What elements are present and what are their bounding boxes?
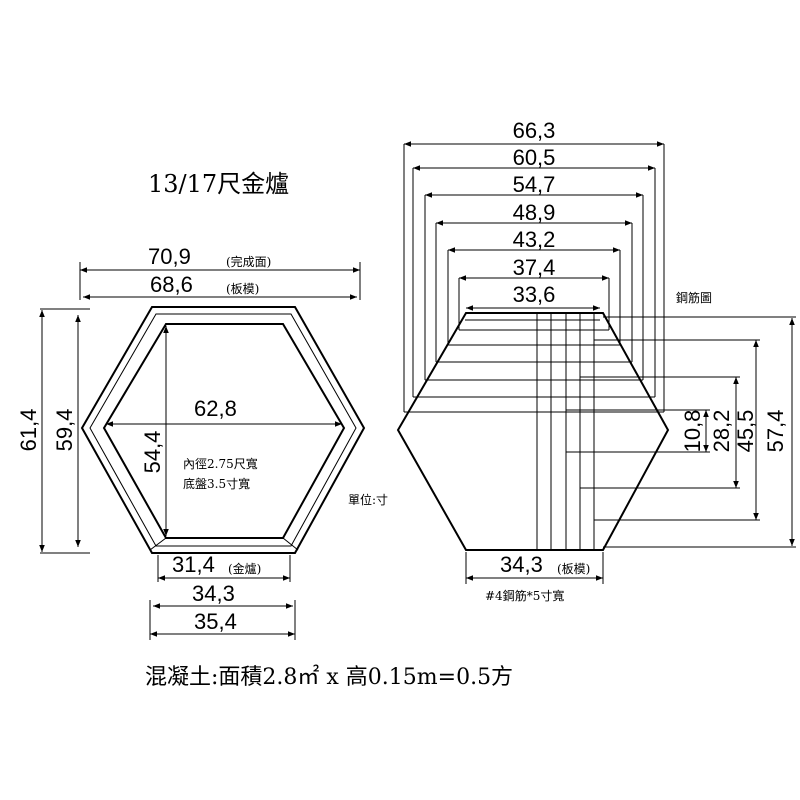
inner-diameter-note: 內徑2.75尺寬 [183,456,258,471]
hexagon-base-joint [149,537,167,551]
dimension-label: 60,5 [513,145,556,170]
dimension-label: 66,3 [513,118,556,143]
left-side-dimensions: 61,4 59,4 [16,308,90,554]
dimension-label: 45,5 [733,410,758,453]
dimension-label: 28,2 [709,410,734,453]
rebar-spec-note: #4鋼筋*5寸寬 [485,588,564,603]
dimension-note: (板模) [226,282,259,296]
dimension-label: 70,9 [148,244,191,269]
drawing-title: 13/17尺金爐 [148,170,289,198]
dimension-label: 61,4 [16,409,41,452]
dimension-label: 31,4 [172,552,215,577]
left-bottom-dimensions: 31,4 (金爐) 34,3 35,4 [149,552,296,640]
dimension-label: 34,3 [192,581,235,606]
left-hexagon-view [80,306,366,554]
dimension-label: 43,2 [513,227,556,252]
dimension-label: 35,4 [194,609,237,634]
dimension-label: 34,3 [500,552,543,577]
dimension-label: 33,6 [513,282,556,307]
dimension-label: 10,8 [680,410,705,453]
concrete-volume-note: 混凝土:面積2.8㎡ x 高0.15m=0.5方 [145,664,513,690]
hexagon-formwork-outline [89,313,357,547]
dimension-label: 54,7 [513,172,556,197]
dimension-label: 59,4 [52,409,77,452]
rebar-diagram-label: 鋼筋圖 [676,290,712,305]
dimension-label: 57,4 [763,410,788,453]
right-rebar-view: 66,3 60,5 54,7 48,9 43,2 37,4 33,6 [396,118,796,603]
dimension-label: 37,4 [513,255,556,280]
left-inner-dimensions: 62,8 54,4 內徑2.75尺寬 底盤3.5寸寬 [106,326,342,536]
dimension-label: 68,6 [150,272,193,297]
hexagon-base-joint [282,537,299,551]
hexagon-outer-outline [80,306,366,554]
dimension-label: 62,8 [194,396,237,421]
rebar-hexagon-outline [396,312,670,551]
dimension-label: 48,9 [513,200,556,225]
left-top-dimensions: 70,9 (完成面) 68,6 (板模) [79,244,361,300]
dimension-note: (板模) [557,562,590,576]
dimension-note: (完成面) [226,254,271,269]
unit-label: 單位:寸 [348,492,388,507]
dimension-note: (金爐) [228,561,261,576]
base-width-note: 底盤3.5寸寬 [183,476,250,491]
dimension-label: 54,4 [140,431,165,474]
